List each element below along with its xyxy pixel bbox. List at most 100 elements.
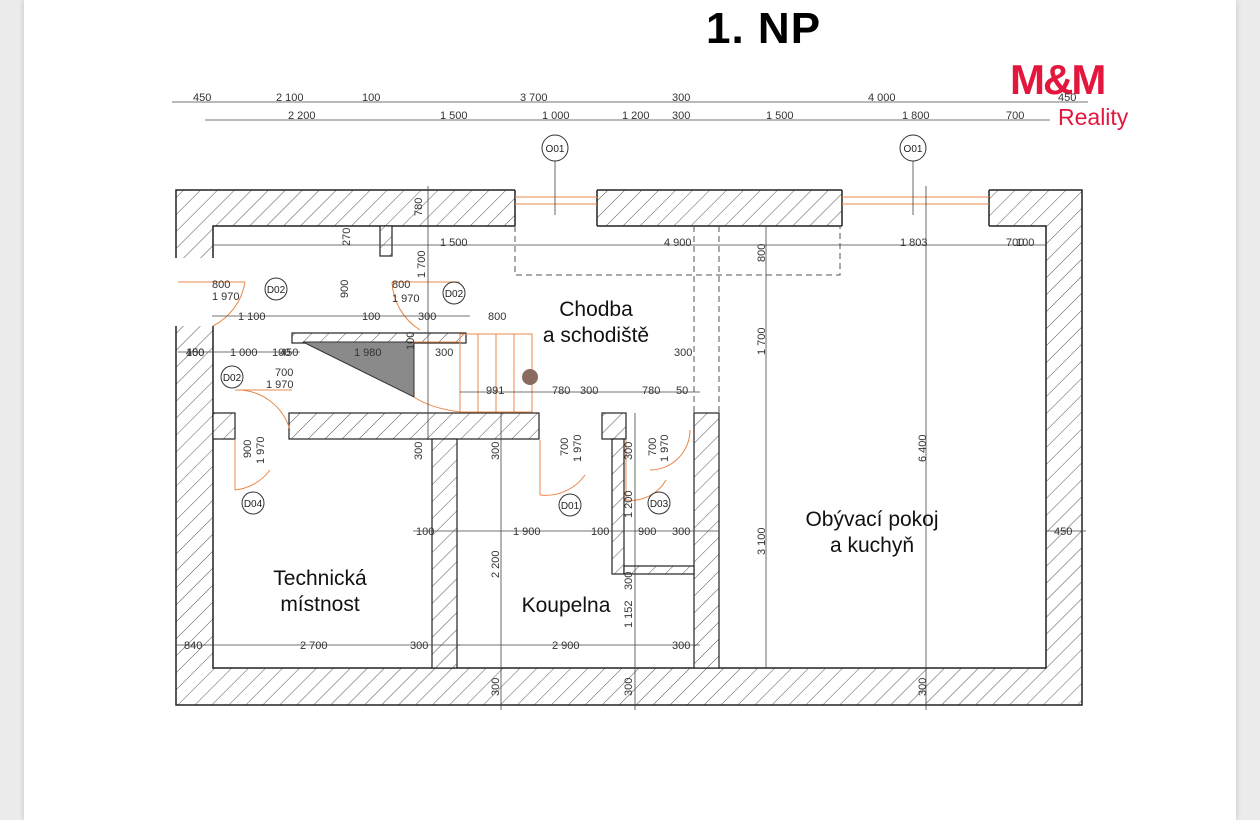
dimension-label: 450 xyxy=(1054,526,1072,538)
dimension-label: 700 xyxy=(647,438,659,456)
dimension-label: 300 xyxy=(623,678,635,696)
dimension-label: 1 152 xyxy=(623,600,635,628)
dimension-label: 3 100 xyxy=(756,527,768,555)
dimension-label: 700 xyxy=(1006,237,1024,249)
dimension-label: 300 xyxy=(917,678,929,696)
dimension-label: 780 xyxy=(552,385,570,397)
door-tag: D02 xyxy=(264,277,288,301)
window-tag-label: O01 xyxy=(904,144,923,155)
dimension-label: 300 xyxy=(413,442,425,460)
room-label-line: a kuchyň xyxy=(830,534,914,557)
room-label-line: Koupelna xyxy=(522,594,611,617)
dimension-label: 700 xyxy=(275,367,293,379)
door-tag: D01 xyxy=(558,493,582,517)
dimension-label: 450 xyxy=(193,92,211,104)
dimension-label: 2 200 xyxy=(490,550,502,578)
dimension-label: 100 xyxy=(362,92,380,104)
dimension-label: 50 xyxy=(676,385,688,397)
dimension-label: 100 xyxy=(1016,237,1034,249)
dimension-label: 800 xyxy=(488,311,506,323)
dimension-label: 1 980 xyxy=(354,347,382,359)
exterior-walls xyxy=(175,189,1083,706)
dimension-label: 2 900 xyxy=(552,640,580,652)
dimension-label: 900 xyxy=(339,280,351,298)
door-tag-label: D02 xyxy=(445,289,464,300)
dimension-label: 1 970 xyxy=(392,293,420,305)
door-tag: D03 xyxy=(647,491,671,515)
room-label-line: a schodiště xyxy=(543,324,649,347)
dimension-label: 1 700 xyxy=(416,250,428,278)
dimension-label: 991 xyxy=(486,385,504,397)
dimension-label: 3 700 xyxy=(520,92,548,104)
windows xyxy=(515,196,989,205)
dimension-label: 700 xyxy=(1006,110,1024,122)
dimension-label: 300 xyxy=(490,442,502,460)
dimension-label: 1 500 xyxy=(766,110,794,122)
dimension-label: 800 xyxy=(392,279,410,291)
dimension-label: 2 700 xyxy=(300,640,328,652)
room-label-line: Technická xyxy=(273,567,367,590)
dimension-label: 100 xyxy=(186,347,204,359)
dimension-label: 1 970 xyxy=(572,434,584,462)
dimension-label: 4 900 xyxy=(664,237,692,249)
dimension-label: 100 xyxy=(405,332,417,350)
dimension-label: 300 xyxy=(580,385,598,397)
logo-main: M&M xyxy=(1010,56,1106,103)
dimension-label: 2 200 xyxy=(288,110,316,122)
dimension-label: 100 xyxy=(362,311,380,323)
window-tag-1: O01 xyxy=(541,134,569,162)
dimension-label: 700 xyxy=(559,438,571,456)
window-tag-2: O01 xyxy=(899,134,927,162)
dimension-label: 840 xyxy=(184,640,202,652)
dimension-label: 800 xyxy=(756,244,768,262)
dimension-label: 1 970 xyxy=(659,434,671,462)
dimension-label: 800 xyxy=(212,279,230,291)
stair-post xyxy=(522,369,538,385)
dimension-label: 300 xyxy=(623,442,635,460)
dimension-label: 1 000 xyxy=(230,347,258,359)
dimension-label: 100 xyxy=(416,526,434,538)
dimension-label: 300 xyxy=(672,110,690,122)
dimension-label: 450 xyxy=(186,347,204,359)
dimension-label: 300 xyxy=(418,311,436,323)
dimension-label: 4 000 xyxy=(868,92,896,104)
dimension-label: 1 200 xyxy=(623,490,635,518)
door-tag-label: D04 xyxy=(244,499,263,510)
dimension-label: 780 xyxy=(413,198,425,216)
door-tag-label: D02 xyxy=(223,373,242,384)
door-tag: D04 xyxy=(241,491,265,515)
window-tag-label: O01 xyxy=(546,144,565,155)
dimension-label: 2 100 xyxy=(276,92,304,104)
dimension-label: 1 970 xyxy=(212,291,240,303)
room-label-line: místnost xyxy=(280,593,360,616)
door-tag-label: D03 xyxy=(650,499,669,510)
floor-title: 1. NP xyxy=(706,4,822,53)
doors xyxy=(178,281,691,501)
dimension-label: 1 970 xyxy=(266,379,294,391)
dimension-label: 1 100 xyxy=(238,311,266,323)
dimension-label: 270 xyxy=(341,228,353,246)
dimension-label: 1 970 xyxy=(255,436,267,464)
dimension-label: 900 xyxy=(638,526,656,538)
hidden-lines xyxy=(514,226,841,413)
company-logo: M&M Reality xyxy=(1010,56,1140,131)
dimension-label: 300 xyxy=(410,640,428,652)
dimension-label: 300 xyxy=(490,678,502,696)
door-tag: D02 xyxy=(220,365,244,389)
dimension-label: 1 800 xyxy=(902,110,930,122)
dimension-label: 100 xyxy=(591,526,609,538)
dimension-label: 450 xyxy=(1058,92,1076,104)
room-label-line: Chodba xyxy=(559,298,633,321)
door-tag-label: D02 xyxy=(267,285,286,296)
dimension-label: 1 803 xyxy=(900,237,928,249)
dimension-label: 300 xyxy=(672,640,690,652)
dimension-label: 1 500 xyxy=(440,237,468,249)
dimension-label: 450 xyxy=(280,347,298,359)
door-tag-label: D01 xyxy=(561,501,580,512)
dimension-label: 1 700 xyxy=(756,327,768,355)
dimension-lines xyxy=(172,101,1088,710)
dimension-label: 1 000 xyxy=(542,110,570,122)
dimension-label: 780 xyxy=(642,385,660,397)
